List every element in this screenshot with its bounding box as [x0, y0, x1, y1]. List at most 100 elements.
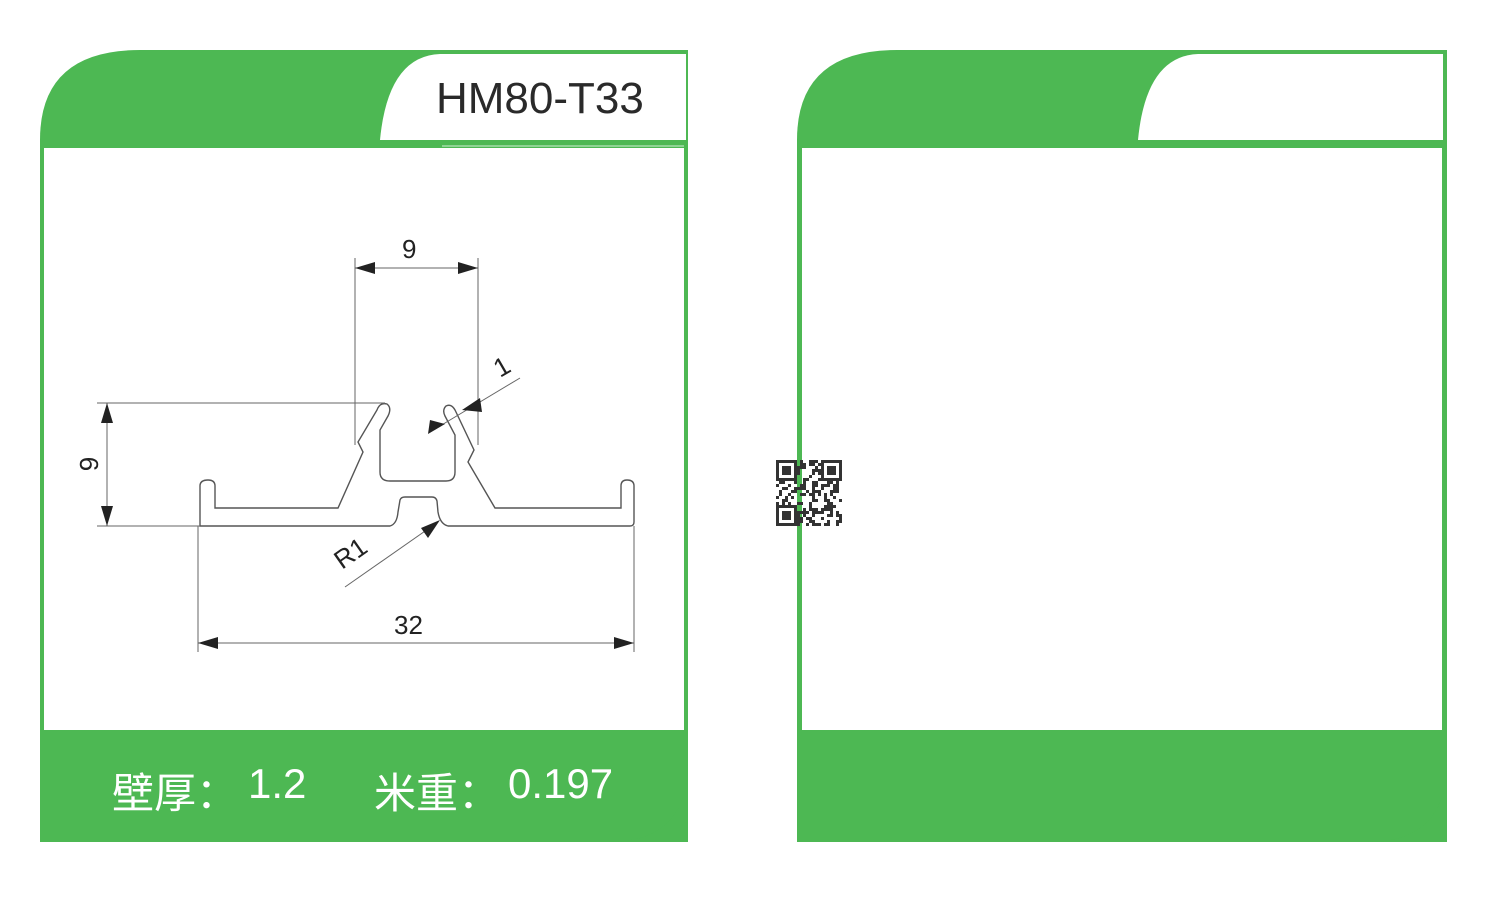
qr-module: [785, 472, 788, 475]
qr-module: [815, 460, 818, 463]
qr-module: [818, 469, 821, 472]
qr-module: [818, 493, 821, 496]
qr-module: [791, 460, 794, 463]
qr-module: [830, 469, 833, 472]
qr-module: [788, 466, 791, 469]
model-number: HM80-T33: [436, 74, 644, 123]
qr-module: [827, 469, 830, 472]
qr-module: [788, 511, 791, 514]
qr-module: [806, 478, 809, 481]
qr-module: [833, 478, 836, 481]
qr-module: [824, 493, 827, 496]
qr-module: [788, 469, 791, 472]
wall-thickness-label: 壁厚：: [112, 769, 239, 818]
dim-height: 9: [74, 457, 104, 471]
qr-module: [806, 517, 809, 520]
qr-module: [809, 460, 812, 463]
drawing-area: [44, 148, 684, 730]
qr-module: [794, 466, 797, 469]
qr-module: [818, 511, 821, 514]
qr-module: [818, 523, 821, 526]
drawing-area-empty: [802, 148, 1442, 730]
qr-module: [788, 505, 791, 508]
qr-module: [815, 466, 818, 469]
qr-module: [821, 460, 824, 463]
qr-module: [827, 514, 830, 517]
qr-module: [803, 481, 806, 484]
qr-module: [803, 463, 806, 466]
qr-module: [818, 472, 821, 475]
qr-module: [785, 460, 788, 463]
qr-module: [794, 523, 797, 526]
dim-top-width: 9: [402, 234, 416, 264]
qr-module: [794, 463, 797, 466]
qr-module: [818, 478, 821, 481]
wall-thickness-value: 1.2: [248, 760, 307, 807]
qr-module: [815, 481, 818, 484]
qr-module: [830, 460, 833, 463]
qr-module: [809, 463, 812, 466]
qr-module: [821, 508, 824, 511]
qr-module: [809, 520, 812, 523]
qr-module: [833, 487, 836, 490]
qr-module: [836, 484, 839, 487]
qr-module: [794, 517, 797, 520]
qr-module: [824, 508, 827, 511]
qr-module: [824, 523, 827, 526]
qr-module: [797, 469, 800, 472]
qr-module: [836, 490, 839, 493]
qr-module: [776, 484, 779, 487]
qr-module: [776, 520, 779, 523]
qr-module: [782, 505, 785, 508]
qr-module: [800, 493, 803, 496]
qr-module: [812, 484, 815, 487]
qr-module: [812, 463, 815, 466]
qr-module: [797, 466, 800, 469]
qr-module: [824, 478, 827, 481]
qr-module: [800, 520, 803, 523]
qr-module: [785, 469, 788, 472]
qr-module: [827, 499, 830, 502]
qr-module: [833, 466, 836, 469]
qr-module: [788, 514, 791, 517]
qr-module: [821, 478, 824, 481]
qr-module: [776, 523, 779, 526]
qr-module: [812, 514, 815, 517]
qr-module: [797, 487, 800, 490]
qr-module: [809, 508, 812, 511]
qr-module: [785, 517, 788, 520]
qr-module: [809, 517, 812, 520]
qr-module: [776, 505, 779, 508]
qr-module: [812, 499, 815, 502]
qr-module: [776, 511, 779, 514]
qr-module: [830, 490, 833, 493]
qr-module: [803, 484, 806, 487]
qr-module: [833, 505, 836, 508]
qr-module: [821, 472, 824, 475]
qr-module: [821, 487, 824, 490]
qr-module: [839, 517, 842, 520]
qr-module: [785, 499, 788, 502]
qr-module: [803, 508, 806, 511]
qr-module: [785, 487, 788, 490]
qr-module: [776, 469, 779, 472]
qr-module: [833, 484, 836, 487]
qr-module: [800, 466, 803, 469]
qr-module: [776, 466, 779, 469]
qr-module: [782, 511, 785, 514]
qr-module: [824, 499, 827, 502]
qr-module: [794, 520, 797, 523]
qr-module: [791, 496, 794, 499]
qr-module: [821, 517, 824, 520]
qr-module: [839, 460, 842, 463]
qr-module: [830, 478, 833, 481]
qr-module: [782, 472, 785, 475]
qr-module: [830, 481, 833, 484]
qr-module: [803, 493, 806, 496]
qr-module: [776, 478, 779, 481]
qr-module: [830, 505, 833, 508]
qr-module: [776, 475, 779, 478]
qr-module: [797, 523, 800, 526]
qr-module: [836, 520, 839, 523]
